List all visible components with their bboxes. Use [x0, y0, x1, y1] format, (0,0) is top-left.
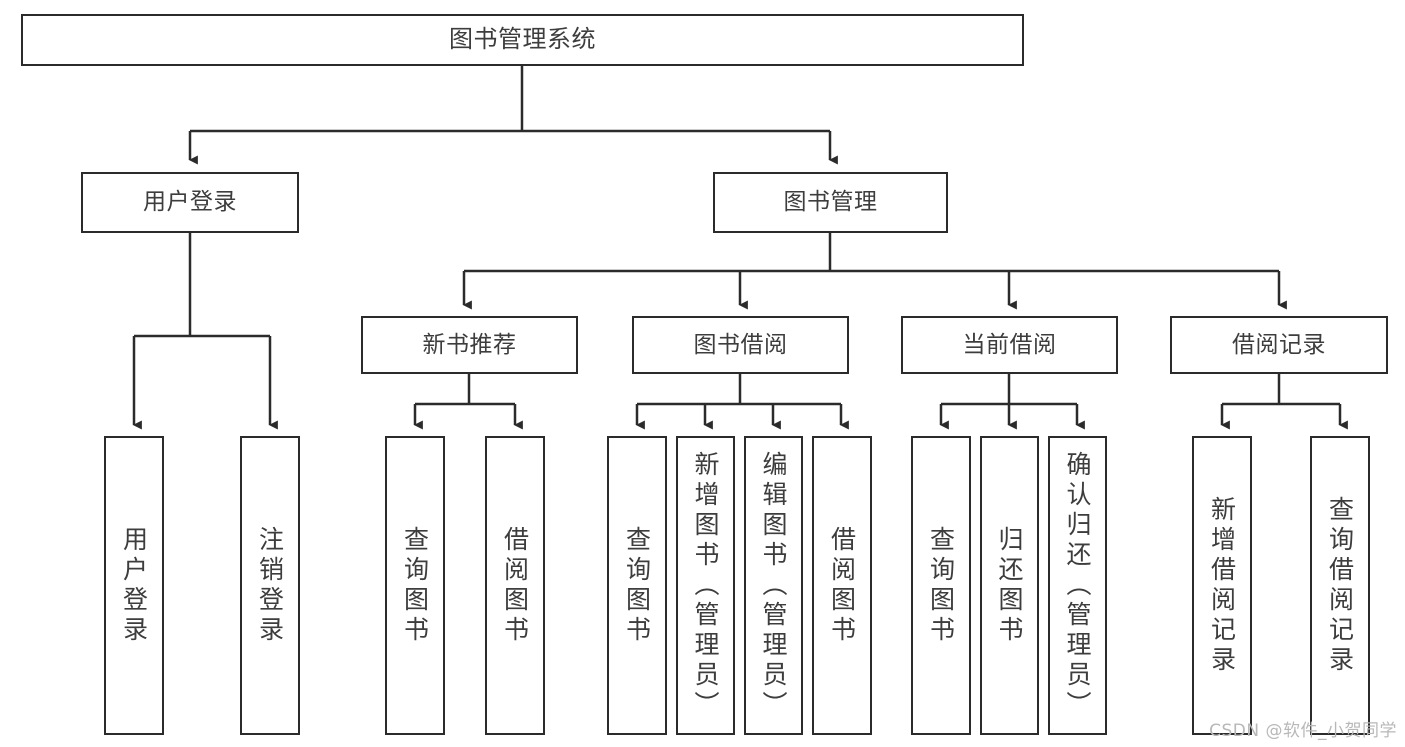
node-new-book-rec[interactable]: 新书推荐 [361, 316, 578, 374]
node-leaf-confirm-return-label: 确认归还（管理员） [1063, 450, 1092, 721]
node-user-login[interactable]: 用户登录 [81, 172, 299, 233]
node-leaf-edit-book-label: 编辑图书（管理员） [759, 450, 788, 721]
node-leaf-query-record[interactable]: 查询借阅记录 [1310, 436, 1370, 735]
node-leaf-add-book[interactable]: 新增图书（管理员） [676, 436, 735, 735]
node-leaf-add-record-label: 新增借阅记录 [1207, 495, 1237, 676]
node-leaf-return-book[interactable]: 归还图书 [980, 436, 1039, 735]
node-leaf-borrow-book-2-label: 借阅图书 [827, 525, 857, 646]
node-leaf-borrow-book-1[interactable]: 借阅图书 [485, 436, 545, 735]
node-leaf-user-login[interactable]: 用户登录 [104, 436, 164, 735]
node-book-manage-label: 图书管理 [783, 189, 878, 216]
node-user-login-label: 用户登录 [143, 189, 237, 216]
node-leaf-user-login-label: 用户登录 [119, 525, 149, 646]
node-borrow-record[interactable]: 借阅记录 [1170, 316, 1388, 374]
node-leaf-query-book-3-label: 查询图书 [926, 525, 956, 646]
node-leaf-query-book-1[interactable]: 查询图书 [385, 436, 445, 735]
node-book-borrow-label: 图书借阅 [693, 331, 788, 358]
node-root[interactable]: 图书管理系统 [21, 14, 1024, 66]
node-leaf-query-book-2[interactable]: 查询图书 [607, 436, 667, 735]
node-leaf-return-book-label: 归还图书 [995, 525, 1024, 646]
node-leaf-add-book-label: 新增图书（管理员） [691, 450, 720, 721]
node-leaf-query-book-1-label: 查询图书 [400, 525, 430, 646]
node-leaf-confirm-return[interactable]: 确认归还（管理员） [1048, 436, 1107, 735]
node-book-manage[interactable]: 图书管理 [713, 172, 948, 233]
node-leaf-user-logout-label: 注销登录 [255, 525, 285, 646]
node-root-label: 图书管理系统 [449, 25, 596, 54]
node-borrow-record-label: 借阅记录 [1232, 331, 1326, 358]
node-leaf-query-book-2-label: 查询图书 [622, 525, 652, 646]
node-new-book-rec-label: 新书推荐 [422, 331, 517, 358]
node-leaf-add-record[interactable]: 新增借阅记录 [1192, 436, 1252, 735]
node-leaf-user-logout[interactable]: 注销登录 [240, 436, 300, 735]
node-current-borrow-label: 当前借阅 [962, 331, 1057, 358]
node-current-borrow[interactable]: 当前借阅 [901, 316, 1118, 374]
node-leaf-query-record-label: 查询借阅记录 [1325, 495, 1355, 676]
node-leaf-borrow-book-1-label: 借阅图书 [500, 525, 530, 646]
node-leaf-edit-book[interactable]: 编辑图书（管理员） [744, 436, 803, 735]
node-book-borrow[interactable]: 图书借阅 [632, 316, 849, 374]
node-leaf-query-book-3[interactable]: 查询图书 [911, 436, 971, 735]
node-leaf-borrow-book-2[interactable]: 借阅图书 [812, 436, 872, 735]
